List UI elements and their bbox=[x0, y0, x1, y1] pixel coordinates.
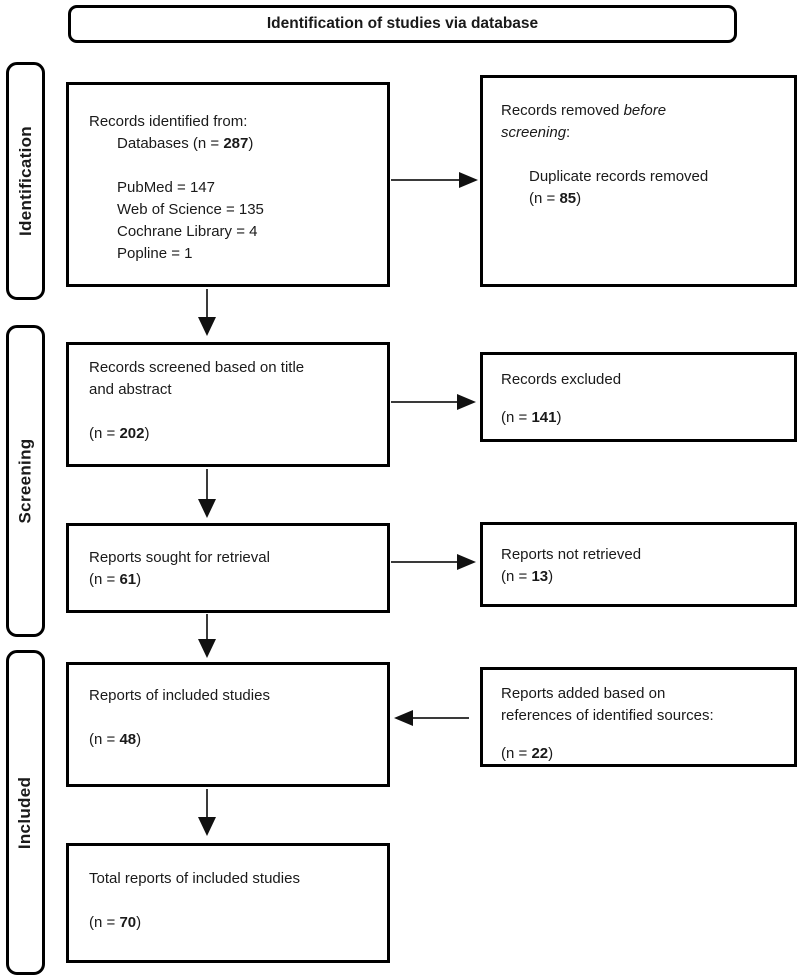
included-n-suffix: ) bbox=[136, 731, 142, 748]
reports-added-count: (n = 22) bbox=[501, 743, 780, 765]
arrow-sought-to-included bbox=[198, 614, 216, 658]
source-popline: Popline = 1 bbox=[117, 245, 193, 262]
stage-screening: Screening bbox=[6, 325, 45, 637]
total-reports-count: (n = 70) bbox=[89, 912, 373, 934]
records-screened-count: (n = 202) bbox=[89, 423, 373, 445]
duplicates-n-prefix: (n = bbox=[529, 190, 560, 207]
records-removed-italic2: screening bbox=[501, 124, 567, 141]
duplicates-removed-line: Duplicate records removed bbox=[529, 168, 709, 185]
excluded-n: 141 bbox=[531, 409, 557, 426]
sought-n-suffix: ) bbox=[136, 571, 142, 588]
not-retrieved-n: 13 bbox=[531, 568, 549, 585]
arrow-identified-to-removed bbox=[391, 172, 478, 188]
arrow-added-to-included bbox=[394, 710, 469, 726]
stage-included: Included bbox=[6, 650, 45, 975]
records-screened-line2: and abstract bbox=[89, 381, 172, 398]
databases-suffix: ) bbox=[248, 135, 254, 152]
screened-n: 202 bbox=[119, 425, 145, 442]
records-removed-suffix: : bbox=[566, 124, 571, 141]
added-n-suffix: ) bbox=[548, 745, 554, 762]
duplicates-count-line: (n = 85) bbox=[501, 188, 780, 210]
not-retrieved-n-suffix: ) bbox=[548, 568, 554, 585]
total-n-prefix: (n = bbox=[89, 914, 120, 931]
diagram-title-box: Identification of studies via database bbox=[68, 5, 737, 43]
not-retrieved-line: Reports not retrieved bbox=[501, 546, 642, 563]
records-identified-title: Records identified from: bbox=[89, 113, 248, 130]
records-excluded-line: Records excluded bbox=[501, 371, 622, 388]
databases-n: 287 bbox=[223, 135, 249, 152]
excluded-n-prefix: (n = bbox=[501, 409, 532, 426]
duplicates-n-suffix: ) bbox=[576, 190, 582, 207]
records-screened-line1: Records screened based on title bbox=[89, 359, 305, 376]
reports-sought-box: Reports sought for retrieval (n = 61) bbox=[66, 523, 390, 613]
total-reports-line: Total reports of included studies bbox=[89, 870, 300, 887]
sought-n-prefix: (n = bbox=[89, 571, 120, 588]
records-excluded-box: Records excluded (n = 141) bbox=[480, 352, 797, 442]
source-web-of-science: Web of Science = 135 bbox=[117, 201, 264, 218]
stage-screening-label: Screening bbox=[15, 438, 35, 524]
not-retrieved-count: (n = 13) bbox=[501, 566, 780, 588]
reports-sought-count: (n = 61) bbox=[89, 569, 373, 591]
added-n-prefix: (n = bbox=[501, 745, 532, 762]
total-n: 70 bbox=[119, 914, 137, 931]
source-pubmed: PubMed = 147 bbox=[117, 179, 215, 196]
diagram-title: Identification of studies via database bbox=[266, 15, 539, 32]
sought-n: 61 bbox=[119, 571, 137, 588]
stage-included-label: Included bbox=[15, 776, 35, 849]
databases-count-line: Databases (n = 287) bbox=[89, 133, 373, 155]
screened-n-prefix: (n = bbox=[89, 425, 120, 442]
reports-added-line1: Reports added based on bbox=[501, 685, 666, 702]
arrow-sought-to-not-retrieved bbox=[391, 554, 476, 570]
reports-included-box: Reports of included studies (n = 48) bbox=[66, 662, 390, 787]
records-excluded-count: (n = 141) bbox=[501, 407, 780, 429]
reports-not-retrieved-box: Reports not retrieved (n = 13) bbox=[480, 522, 797, 607]
source-cochrane: Cochrane Library = 4 bbox=[117, 223, 258, 240]
stage-identification-label: Identification bbox=[15, 126, 35, 236]
records-removed-title: Records removed before screening: bbox=[501, 100, 780, 144]
added-n: 22 bbox=[531, 745, 549, 762]
total-reports-box: Total reports of included studies (n = 7… bbox=[66, 843, 390, 963]
reports-included-line: Reports of included studies bbox=[89, 687, 270, 704]
records-removed-normal: Records removed bbox=[501, 102, 624, 119]
arrow-screened-to-excluded bbox=[391, 394, 476, 410]
reports-added-line2: references of identified sources: bbox=[501, 707, 714, 724]
duplicates-n: 85 bbox=[559, 190, 577, 207]
records-identified-box: Records identified from: Databases (n = … bbox=[66, 82, 390, 287]
records-removed-box: Records removed before screening: Duplica… bbox=[480, 75, 797, 287]
not-retrieved-n-prefix: (n = bbox=[501, 568, 532, 585]
reports-included-count: (n = 48) bbox=[89, 729, 373, 751]
included-n-prefix: (n = bbox=[89, 731, 120, 748]
arrow-identified-to-screened bbox=[198, 289, 216, 336]
included-n: 48 bbox=[119, 731, 137, 748]
stage-identification: Identification bbox=[6, 62, 45, 300]
arrow-screened-to-sought bbox=[198, 469, 216, 518]
reports-sought-line: Reports sought for retrieval bbox=[89, 549, 270, 566]
reports-added-box: Reports added based on references of ide… bbox=[480, 667, 797, 767]
records-screened-box: Records screened based on title and abst… bbox=[66, 342, 390, 467]
databases-prefix: Databases (n = bbox=[117, 135, 224, 152]
excluded-n-suffix: ) bbox=[556, 409, 562, 426]
arrow-included-to-total bbox=[198, 789, 216, 836]
records-removed-italic1: before bbox=[623, 102, 667, 119]
total-n-suffix: ) bbox=[136, 914, 142, 931]
screened-n-suffix: ) bbox=[144, 425, 150, 442]
